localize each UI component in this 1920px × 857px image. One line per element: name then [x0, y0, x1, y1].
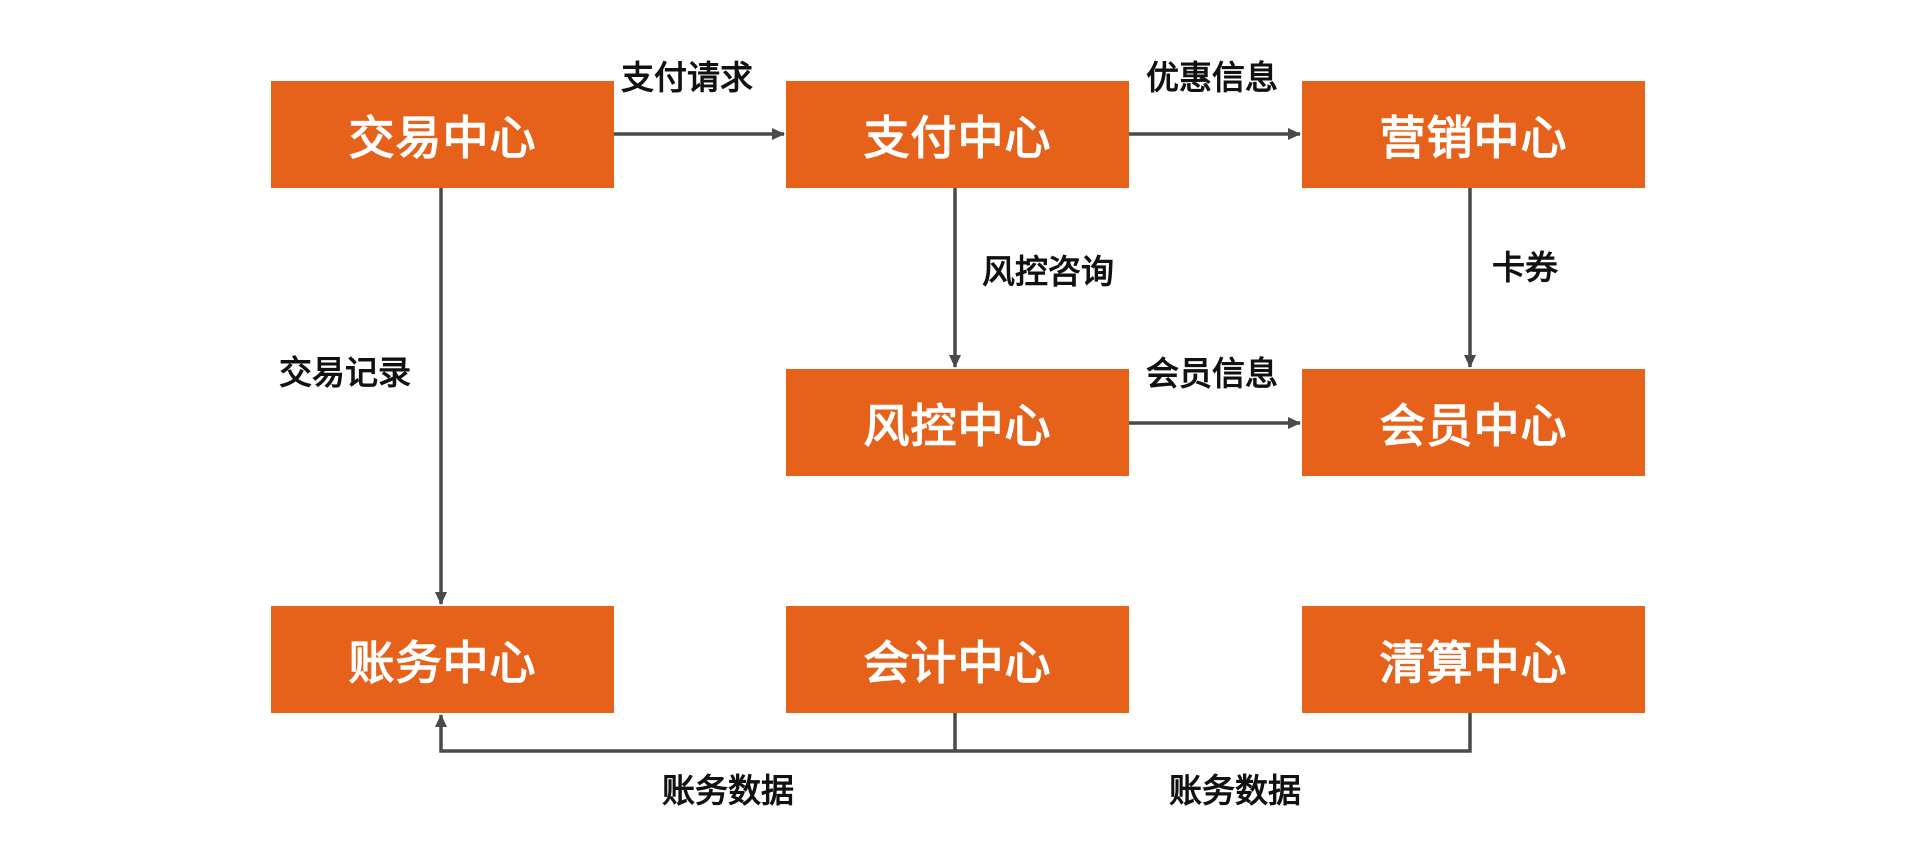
- edge-label-member-info: 会员信息: [1146, 354, 1278, 393]
- edge-label-risk-query: 风控咨询: [982, 252, 1114, 291]
- node-trade-center: 交易中心: [271, 81, 614, 188]
- node-accounting-center: 会计中心: [786, 606, 1129, 713]
- node-risk-center: 风控中心: [786, 369, 1129, 476]
- edge-label-discount-info: 优惠信息: [1146, 58, 1278, 97]
- node-clearing-center: 清算中心: [1302, 606, 1645, 713]
- edge-label-trade-record: 交易记录: [279, 353, 411, 392]
- node-marketing-center: 营销中心: [1302, 81, 1645, 188]
- node-member-center: 会员中心: [1302, 369, 1645, 476]
- edge-label-coupon: 卡券: [1492, 248, 1558, 287]
- edge-label-accounts-data-right: 账务数据: [1169, 771, 1301, 810]
- node-accounts-center: 账务中心: [271, 606, 614, 713]
- node-payment-center: 支付中心: [786, 81, 1129, 188]
- edge-label-accounts-data-left: 账务数据: [662, 771, 794, 810]
- edge-label-payment-request: 支付请求: [621, 58, 753, 97]
